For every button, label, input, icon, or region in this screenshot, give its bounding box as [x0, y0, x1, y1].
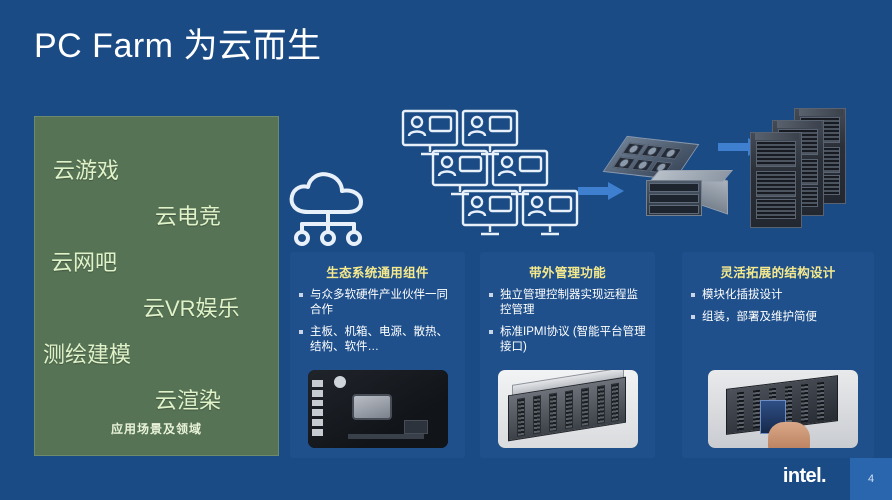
- server-hardware-group: [602, 135, 734, 218]
- page-title: PC Farm 为云而生: [34, 27, 322, 65]
- scenario-item: 云渲染: [155, 388, 222, 413]
- feature-card-bullets: 与众多软硬件产业伙伴一同合作 主板、机箱、电源、散热、结构、软件…: [298, 288, 459, 362]
- user-monitor-icon: [460, 108, 520, 160]
- page-number-badge: 4: [850, 458, 892, 500]
- user-monitor-icon: [460, 188, 520, 240]
- server-racks-graphic: [748, 108, 874, 232]
- server-chassis-graphic: [646, 170, 734, 216]
- user-monitor-icon: [520, 188, 580, 240]
- scenarios-panel: 云游戏 云电竞 云网吧 云VR娱乐 测绘建模 云渲染 应用场景及领域: [34, 116, 279, 456]
- feature-card-bullets: 独立管理控制器实现远程监控管理 标准IPMI协议 (智能平台管理接口): [488, 288, 649, 362]
- cloud-network-icon: [282, 166, 374, 250]
- intel-logo: intel.: [782, 465, 827, 487]
- bullet-item: 标准IPMI协议 (智能平台管理接口): [488, 325, 649, 355]
- server-rack: [750, 132, 802, 228]
- arrow-right-icon: [578, 182, 624, 205]
- bullet-item: 模块化插拔设计: [690, 288, 868, 303]
- user-monitor-icon: [490, 148, 550, 200]
- feature-card-title: 生态系统通用组件: [326, 266, 429, 280]
- feature-card-title: 灵活拓展的结构设计: [720, 266, 836, 280]
- feature-card-bullets: 模块化插拔设计 组装，部署及维护简便: [690, 288, 868, 332]
- bullet-item: 与众多软硬件产业伙伴一同合作: [298, 288, 459, 318]
- user-monitor-icon: [400, 108, 460, 160]
- feature-card-title: 带外管理功能: [529, 266, 606, 280]
- user-monitor-icon: [430, 148, 490, 200]
- bullet-item: 独立管理控制器实现远程监控管理: [488, 288, 649, 318]
- feature-card-structure: 灵活拓展的结构设计 模块化插拔设计 组装，部署及维护简便: [682, 252, 874, 458]
- scenario-item: 测绘建模: [43, 342, 132, 367]
- scenarios-panel-caption: 应用场景及领域: [110, 422, 202, 436]
- bullet-item: 组装，部署及维护简便: [690, 310, 868, 325]
- motherboard-photo: [308, 370, 448, 448]
- scenario-item: 云游戏: [53, 158, 120, 183]
- bullet-item: 主板、机箱、电源、散热、结构、软件…: [298, 325, 459, 355]
- scenario-item: 云VR娱乐: [143, 296, 240, 321]
- module-insertion-photo: [708, 370, 858, 448]
- scenario-item: 云网吧: [51, 250, 118, 275]
- client-monitors-group: [398, 108, 580, 240]
- scenario-item: 云电竞: [155, 204, 222, 229]
- feature-card-management: 带外管理功能 独立管理控制器实现远程监控管理 标准IPMI协议 (智能平台管理接…: [480, 252, 655, 458]
- feature-card-ecosystem: 生态系统通用组件 与众多软硬件产业伙伴一同合作 主板、机箱、电源、散热、结构、软…: [290, 252, 465, 458]
- server-chassis-photo: [498, 370, 638, 448]
